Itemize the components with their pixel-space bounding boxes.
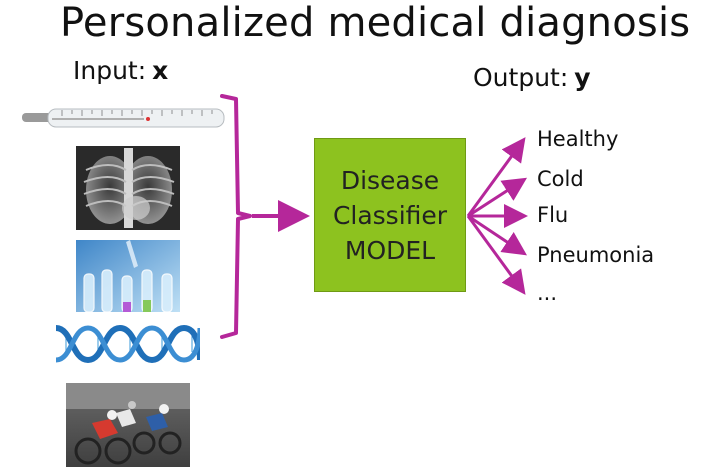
output-cold: Cold [537, 167, 584, 191]
output-label: Output:y [473, 63, 591, 92]
output-variable: y [574, 63, 591, 92]
input-variable: x [152, 56, 169, 85]
chest-xray-image [76, 146, 180, 230]
output-label-text: Output: [473, 63, 569, 92]
model-line-2: Classifier [332, 200, 448, 230]
output-pneumonia: Pneumonia [537, 243, 655, 267]
input-label-text: Input: [73, 56, 147, 85]
model-line-1: Disease [340, 165, 440, 195]
input-label: Input:x [73, 56, 168, 85]
output-ellipsis: ... [537, 281, 558, 305]
output-arrow-healthy [466, 137, 526, 217]
output-arrow-other [466, 215, 526, 295]
output-arrow-cold [467, 177, 528, 218]
disease-classifier-model-box: Disease Classifier MODEL [314, 138, 466, 292]
thermometer-image [22, 103, 226, 133]
output-arrow-pneumonia [467, 214, 527, 256]
input-brace [220, 94, 252, 339]
model-line-3: MODEL [344, 235, 436, 265]
lab-test-tubes-image [76, 240, 180, 312]
output-healthy: Healthy [537, 127, 619, 151]
page-title: Personalized medical diagnosis [60, 0, 691, 46]
output-flu: Flu [537, 203, 569, 227]
cyclists-image [66, 383, 190, 467]
dna-helix-image [56, 318, 200, 370]
